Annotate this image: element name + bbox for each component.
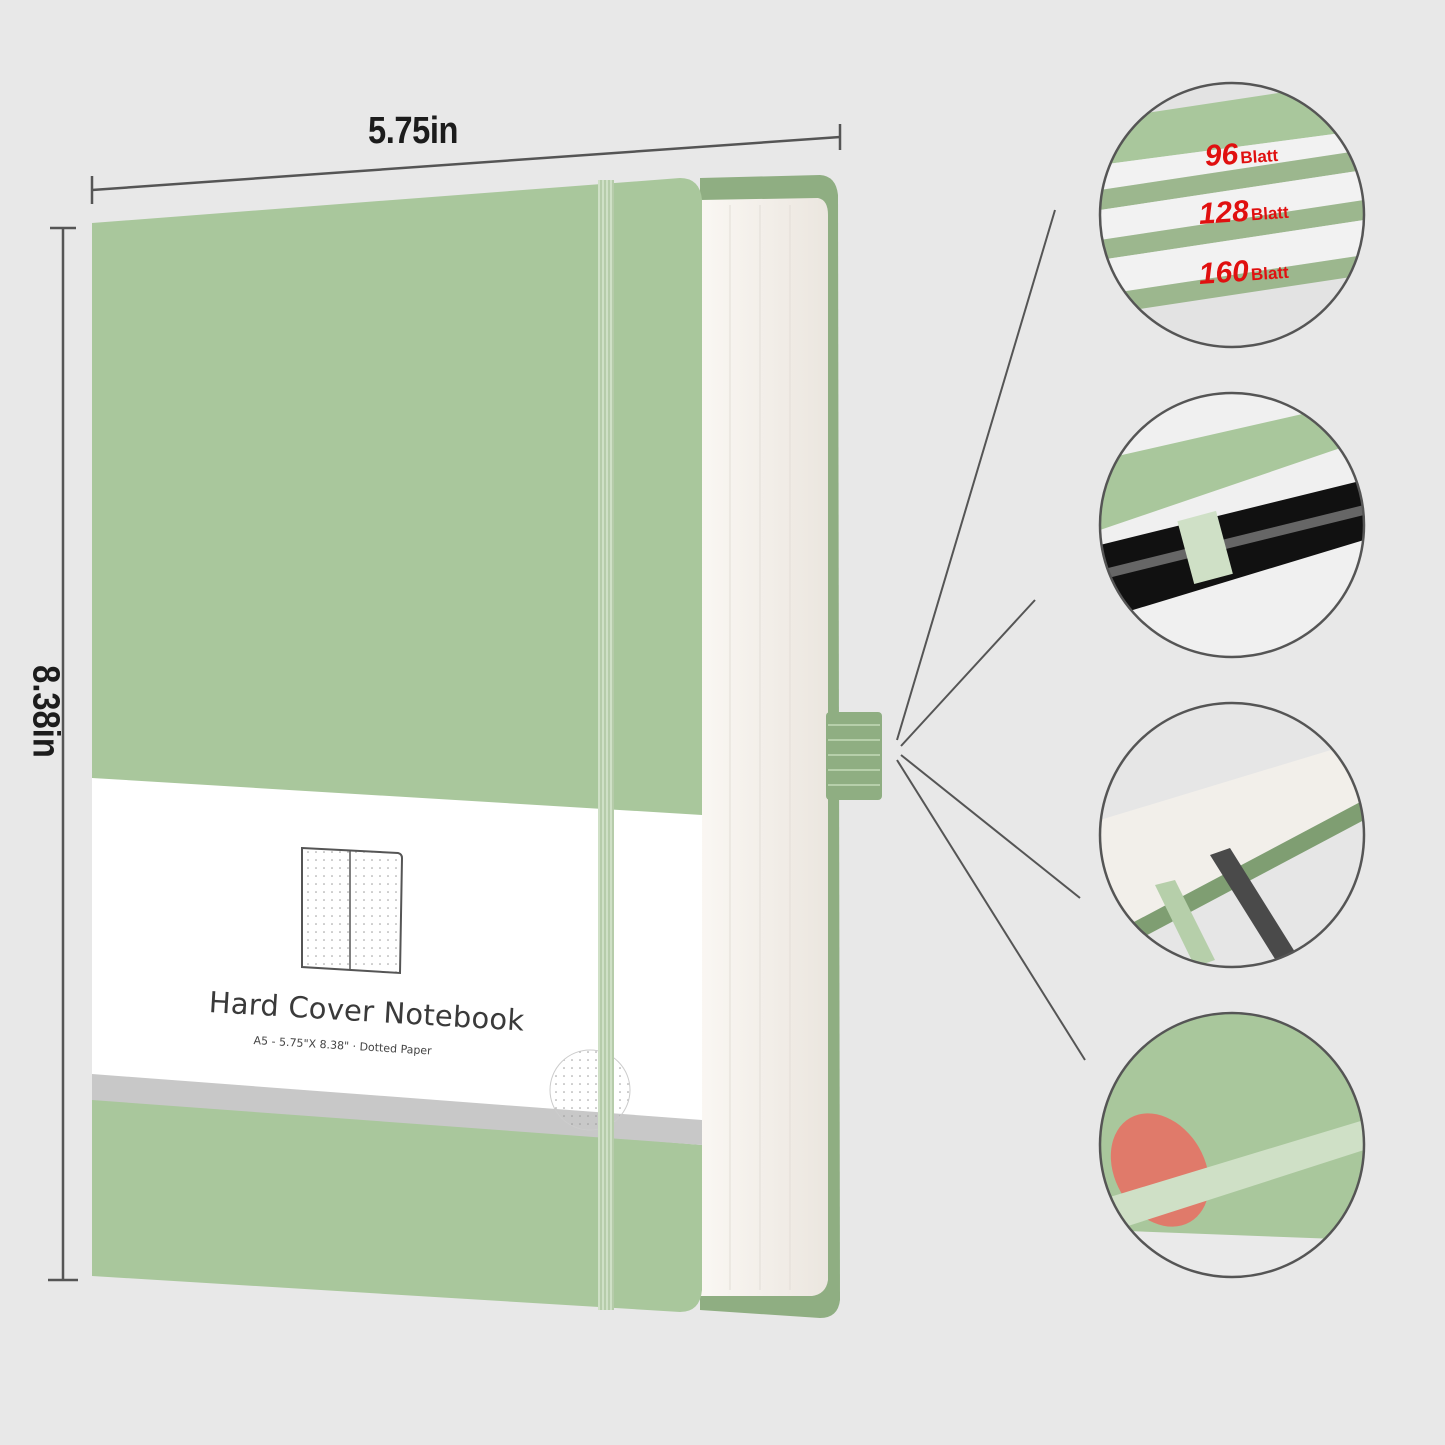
page-count-96: 96Blatt [1203, 137, 1279, 174]
pen-loop [1100, 393, 1364, 657]
width-label: 5.75in [368, 110, 459, 152]
page-count-128: 128Blatt [1197, 194, 1290, 232]
page-count-160: 160Blatt [1197, 254, 1290, 292]
ribbon-bookmarks [1100, 703, 1364, 967]
elastic-closure [1100, 1013, 1364, 1277]
page-count-options [1100, 83, 1364, 347]
dotted-notebook-icon [301, 846, 404, 975]
